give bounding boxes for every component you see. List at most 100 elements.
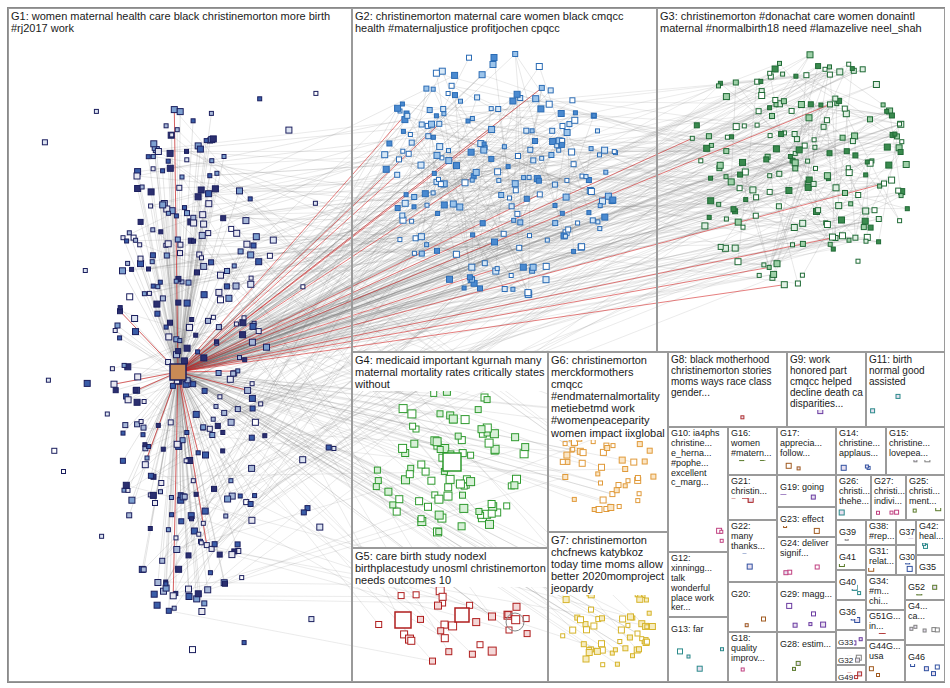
vertex xyxy=(482,261,487,266)
vertex xyxy=(221,431,225,435)
vertex xyxy=(207,426,212,431)
vertex xyxy=(886,162,892,168)
tie xyxy=(158,425,583,452)
vertex xyxy=(229,226,234,231)
vertex xyxy=(441,621,448,628)
vertex xyxy=(571,162,576,167)
vertex xyxy=(192,239,196,243)
vertex xyxy=(569,149,575,155)
vertex xyxy=(792,132,797,137)
vertex xyxy=(123,482,129,488)
vertex xyxy=(218,395,222,399)
vertex xyxy=(837,69,843,75)
vertex xyxy=(599,481,603,485)
vertex xyxy=(419,251,424,256)
vertex xyxy=(385,488,392,495)
vertex xyxy=(623,646,628,651)
vertex xyxy=(206,201,212,207)
vertex xyxy=(833,185,839,191)
vertex xyxy=(123,423,128,428)
vertex xyxy=(313,201,317,205)
tie xyxy=(178,194,540,372)
vertex xyxy=(637,442,642,447)
vertex xyxy=(543,263,549,269)
vertex xyxy=(742,169,748,175)
vertex xyxy=(218,272,224,278)
vertex xyxy=(221,580,227,586)
vertex xyxy=(437,144,443,150)
vertex xyxy=(718,244,723,249)
vertex xyxy=(649,624,655,630)
vertex xyxy=(428,477,435,484)
vertex xyxy=(559,142,564,147)
vertex xyxy=(824,173,830,179)
vertex xyxy=(839,217,845,223)
vertex xyxy=(475,95,480,100)
vertex xyxy=(865,465,868,468)
tie xyxy=(144,428,566,477)
vertex xyxy=(249,395,255,401)
vertex xyxy=(768,134,772,138)
vertex xyxy=(468,149,474,155)
vertex xyxy=(396,496,403,503)
vertex xyxy=(234,230,240,236)
vertex xyxy=(150,253,155,258)
vertex xyxy=(203,452,209,458)
vertex xyxy=(176,300,181,305)
vertex xyxy=(754,195,759,200)
vertex xyxy=(847,238,851,242)
vertex xyxy=(169,496,173,500)
vertex xyxy=(827,72,832,77)
vertex xyxy=(142,292,146,296)
vertex xyxy=(781,282,787,288)
vertex xyxy=(728,179,734,185)
vertex xyxy=(387,141,392,146)
vertex xyxy=(861,225,866,230)
tie xyxy=(178,372,201,543)
vertex xyxy=(462,286,466,290)
vertex-layer xyxy=(42,52,940,679)
vertex xyxy=(627,635,632,640)
vertex xyxy=(160,296,165,301)
vertex xyxy=(504,611,512,619)
vertex xyxy=(214,404,218,408)
vertex xyxy=(717,84,721,88)
tie xyxy=(240,75,830,191)
vertex xyxy=(537,192,542,197)
vertex xyxy=(602,214,608,220)
vertex xyxy=(450,416,457,423)
vertex xyxy=(132,316,138,322)
vertex xyxy=(524,631,530,637)
tie xyxy=(178,104,779,372)
vertex xyxy=(126,488,130,492)
vertex xyxy=(138,243,142,247)
vertex xyxy=(164,325,168,329)
vertex xyxy=(138,219,143,224)
vertex xyxy=(791,243,795,247)
vertex xyxy=(735,219,741,225)
vertex xyxy=(755,123,759,127)
vertex xyxy=(773,98,778,103)
vertex xyxy=(452,72,458,78)
tie xyxy=(179,104,837,570)
vertex xyxy=(592,114,596,118)
vertex xyxy=(884,144,890,150)
vertex xyxy=(570,448,574,452)
vertex xyxy=(153,501,158,506)
vertex xyxy=(524,196,529,201)
vertex xyxy=(382,152,388,158)
tie xyxy=(163,63,780,298)
vertex xyxy=(828,242,832,246)
tie xyxy=(828,179,884,184)
vertex xyxy=(802,143,807,148)
vertex xyxy=(596,507,602,513)
vertex xyxy=(816,208,821,213)
vertex xyxy=(512,218,516,222)
vertex xyxy=(570,627,576,633)
vertex xyxy=(599,641,605,647)
vertex xyxy=(240,576,244,580)
vertex xyxy=(841,465,846,470)
vertex xyxy=(589,147,593,151)
tie xyxy=(178,372,224,583)
vertex xyxy=(466,119,470,123)
